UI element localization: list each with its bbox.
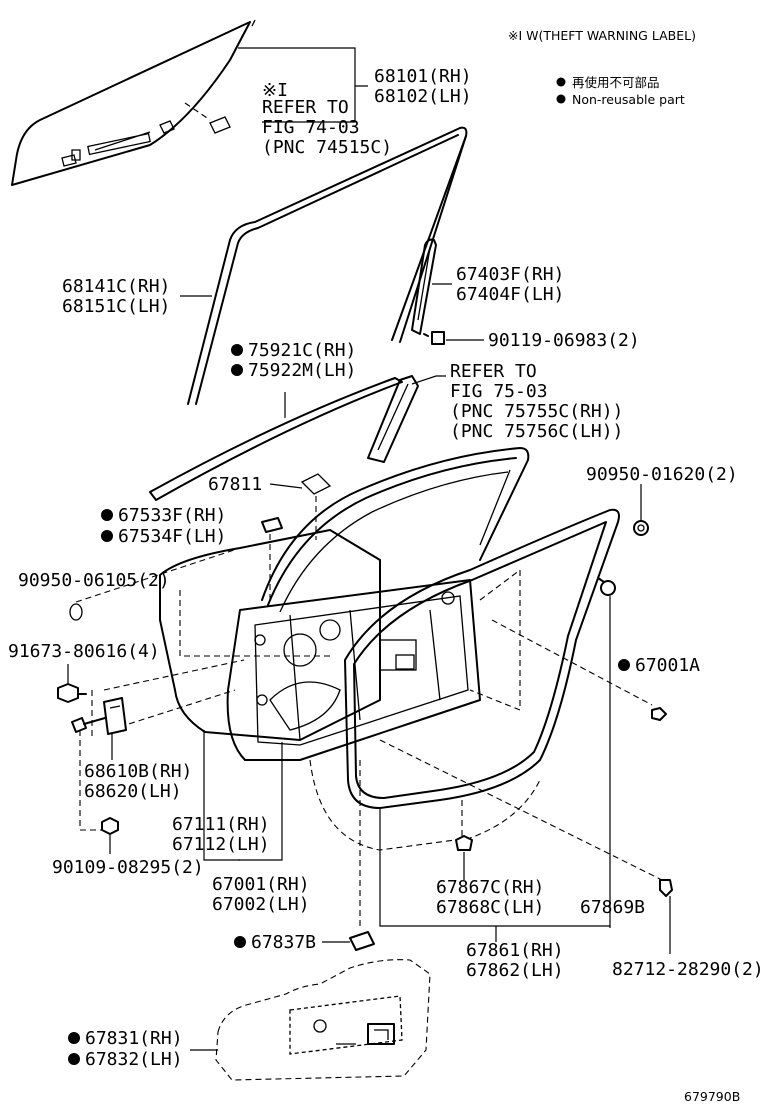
- legend-bullet-2: [556, 94, 566, 104]
- label-67837: 67837B: [251, 932, 316, 953]
- label-67001: 67001(RH): [212, 874, 310, 895]
- label-68101: 68101(RH): [374, 66, 472, 87]
- label-90950a: 90950-01620(2): [586, 464, 738, 485]
- theft-warning-note: ※I W(THEFT WARNING LABEL): [508, 28, 696, 43]
- door-hinge-icon: [71, 697, 127, 735]
- refer-note-1-line1: REFER TO: [262, 97, 349, 118]
- label-67002: 67002(LH): [212, 894, 310, 915]
- leader-68101: [238, 47, 368, 87]
- bullet-67001A: [618, 659, 630, 671]
- bullet-67837: [234, 936, 246, 948]
- label-67404: 67404F(LH): [456, 284, 564, 305]
- refer-note-1-line2: FIG 74-03: [262, 117, 360, 138]
- label-67867: 67867C(RH): [436, 877, 544, 898]
- door-weatherstrip: [344, 508, 620, 809]
- label-75921: 75921C(RH): [248, 340, 356, 361]
- leader-refer-note: [262, 86, 356, 123]
- bolt-90109-icon: [101, 817, 119, 835]
- label-67831: 67831(RH): [85, 1028, 183, 1049]
- label-82712: 82712-28290(2): [612, 959, 760, 980]
- bullet-67533: [101, 509, 113, 521]
- clip-67869-icon: [597, 577, 616, 596]
- bullet-67832: [68, 1053, 80, 1065]
- leader-67001: [238, 742, 283, 861]
- clip-67837-icon: [349, 931, 375, 951]
- refer-note-2-line4: (PNC 75756C(LH)): [450, 421, 623, 442]
- bullet-75921: [231, 344, 243, 356]
- screw-90119-icon: [423, 331, 445, 345]
- diagram-code: 679790B: [684, 1089, 740, 1104]
- grommet-90950-06105-icon: [69, 603, 83, 621]
- legend-non-reusable-jp: 再使用不可部品: [572, 75, 660, 90]
- dash-90950b: [75, 547, 241, 603]
- refer-note-2-line3: (PNC 75755C(RH)): [450, 401, 623, 422]
- bullet-67831: [68, 1032, 80, 1044]
- label-90950b: 90950-06105(2): [18, 570, 170, 591]
- label-67403: 67403F(RH): [456, 264, 564, 285]
- door-garnish: [367, 375, 419, 463]
- label-90119: 90119-06983(2): [488, 330, 640, 351]
- label-67534: 67534F(LH): [118, 526, 226, 547]
- label-68102: 68102(LH): [374, 86, 472, 107]
- label-67861: 67861(RH): [466, 940, 564, 961]
- label-68620: 68620(LH): [84, 781, 182, 802]
- legend-bullet-1: [556, 77, 566, 87]
- label-67112: 67112(LH): [172, 834, 270, 855]
- label-plate-67811-icon: [300, 473, 332, 495]
- bolt-91673-icon: [57, 683, 87, 703]
- leader-67861: [379, 808, 610, 927]
- leader-refer-note-2: [411, 375, 446, 385]
- label-67533: 67533F(RH): [118, 505, 226, 526]
- label-67832: 67832(LH): [85, 1049, 183, 1070]
- refer-note-2-line2: FIG 75-03: [450, 381, 548, 402]
- bullet-75922: [231, 364, 243, 376]
- clip-67867-icon: [455, 835, 473, 851]
- leader-67811: [269, 483, 303, 489]
- label-90109: 90109-08295(2): [52, 857, 204, 878]
- belt-moulding: [149, 377, 403, 501]
- label-68141: 68141C(RH): [62, 276, 170, 297]
- rear-channel: [411, 238, 437, 335]
- label-91673: 91673-80616(4): [8, 641, 160, 662]
- bullet-67534: [101, 530, 113, 542]
- refer-note-2-line1: REFER TO: [450, 361, 537, 382]
- refer-note-1-mark: ※I: [262, 80, 288, 101]
- label-67001A: 67001A: [635, 655, 700, 676]
- grommet-90950-icon: [633, 520, 649, 536]
- clip-67001A-icon: [651, 707, 667, 721]
- refer-note-1-line3: (PNC 74515C): [262, 137, 392, 158]
- clip-82712-icon: [659, 879, 673, 897]
- legend-non-reusable-en: Non-reusable part: [572, 92, 685, 107]
- label-75922: 75922M(LH): [248, 360, 356, 381]
- label-67869: 67869B: [580, 897, 645, 918]
- label-67862: 67862(LH): [466, 960, 564, 981]
- label-67111: 67111(RH): [172, 814, 270, 835]
- label-67811: 67811: [208, 474, 262, 495]
- service-hole-cover: [215, 959, 431, 1081]
- label-67868: 67868C(LH): [436, 897, 544, 918]
- label-68610: 68610B(RH): [84, 761, 192, 782]
- theft-warning-label-icon: [209, 116, 231, 134]
- door-glass: [11, 19, 256, 186]
- leader-67111: [203, 730, 240, 861]
- label-68151: 68151C(LH): [62, 296, 170, 317]
- seal-67533-icon: [261, 517, 283, 533]
